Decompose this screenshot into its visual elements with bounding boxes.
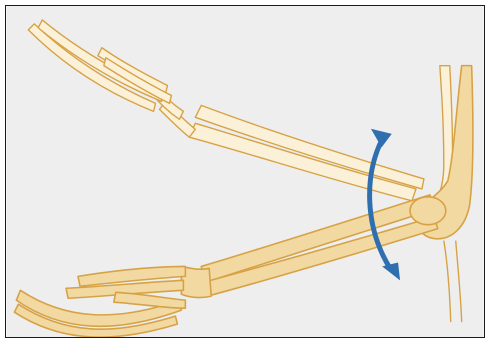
diagram-frame — [5, 5, 485, 338]
elbow-motion-diagram — [6, 6, 484, 337]
